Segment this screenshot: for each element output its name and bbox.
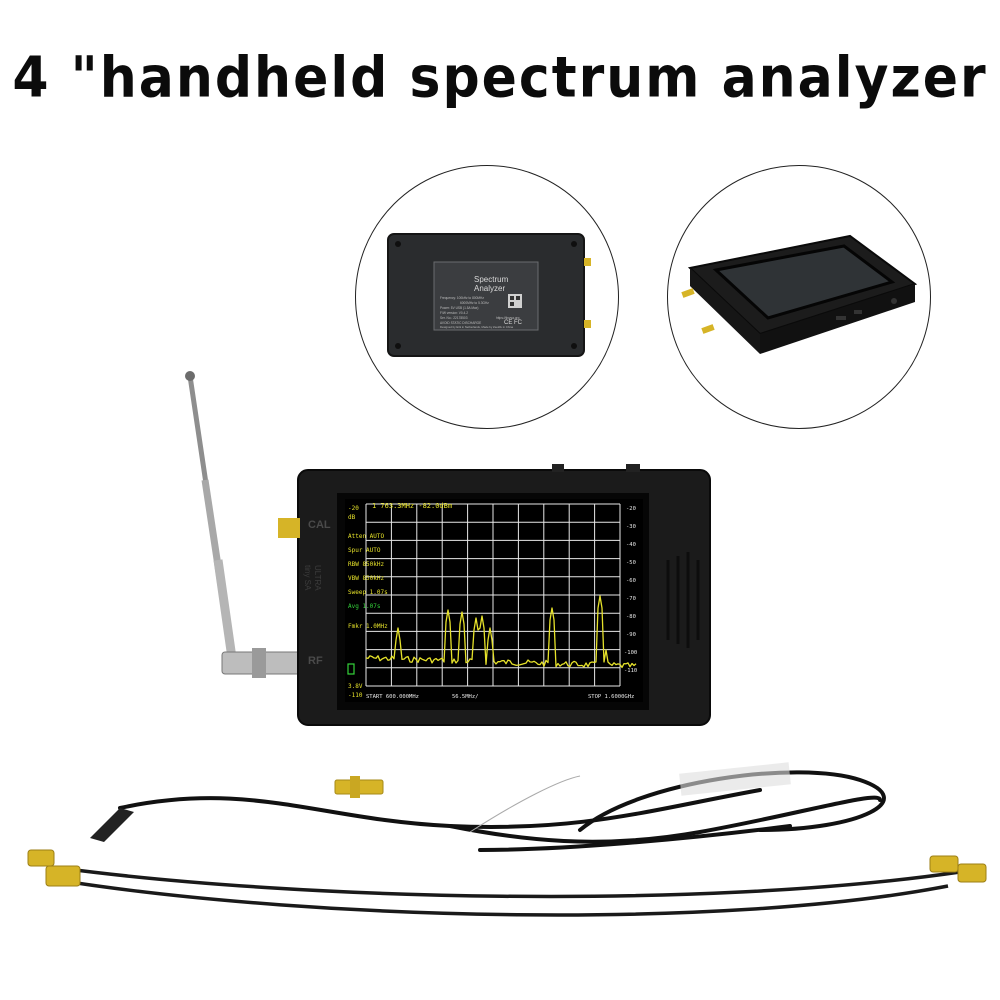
- model-label: ULTRA: [313, 565, 322, 591]
- label-spec-4: F/W version: V0.4.2: [440, 311, 468, 315]
- label-title-2: Analyzer: [474, 284, 505, 293]
- button-hole: [891, 298, 897, 304]
- battery-voltage: 3.8V: [348, 683, 363, 690]
- y-tick-5: -70: [626, 596, 636, 602]
- left-panel-sweep: Sweep 1.07s: [348, 589, 388, 596]
- sma-cable-pair: [59, 866, 961, 917]
- sma-plug-right-1: [929, 855, 959, 873]
- plot-grid: [365, 503, 621, 687]
- inset-back-view: Spectrum Analyzer Frequency: 100kHz to 8…: [355, 165, 619, 429]
- sma-connector-bottom: [584, 320, 591, 328]
- y-tick-0: -20: [626, 506, 636, 512]
- left-panel-fmkr: Fmkr 1.0MHz: [348, 623, 388, 630]
- label-spec-5: Ser. No.: 22178503: [440, 316, 468, 320]
- sma-connector-2: [701, 324, 715, 334]
- antenna-cable-bundle: [118, 770, 886, 852]
- left-panel-avg: Avg 1.07s: [348, 603, 381, 610]
- y-tick-9: -110: [624, 668, 637, 674]
- grip-ridges: [666, 552, 700, 648]
- sma-plug-right-2: [957, 863, 987, 883]
- y-tick-1: -30: [626, 524, 636, 530]
- sma-connector-1: [681, 288, 695, 298]
- label-title-1: Spectrum: [474, 275, 509, 284]
- label-spec-2: 6000MHz to 5.3GHz: [460, 301, 489, 305]
- bottom-left-level: -110: [348, 692, 363, 699]
- marker-readout: 1 763.3MHz -82.0dBm: [372, 502, 452, 510]
- left-panel-unit: dB: [348, 514, 356, 521]
- rf-port-label: RF: [308, 655, 323, 667]
- device-angled-screen: [712, 244, 896, 320]
- label-url: https://tinysa.org: [496, 316, 520, 320]
- label-spec-3: Power: 5V USB (1.5A Max): [440, 306, 478, 310]
- y-tick-7: -90: [626, 632, 636, 638]
- usb-port: [836, 316, 846, 320]
- battery-icon: [347, 663, 355, 675]
- headline-title: 4 "handheld spectrum analyzer: [12, 45, 988, 111]
- left-panel-level: -20: [348, 505, 359, 512]
- left-panel-spur: Spur AUTO: [348, 547, 381, 554]
- label-warning: AVOID STATIC DISCHARGE: [440, 321, 481, 325]
- sma-connector-top: [584, 258, 591, 266]
- label-credit: Designed by Erik in Netherlands, Made by…: [440, 325, 513, 329]
- label-certification-marks: CE FC: [504, 320, 523, 326]
- spectrum-trace: [365, 595, 637, 669]
- span-per-division: 56.5MHz/: [452, 694, 479, 700]
- switch-slot: [854, 310, 862, 314]
- start-frequency: START 600.000MHz: [366, 694, 419, 700]
- left-panel-atten: Atten AUTO: [348, 533, 385, 540]
- y-tick-3: -50: [626, 560, 636, 566]
- sma-plug-left-2: [45, 865, 81, 887]
- brand-label: tiny SA: [303, 565, 312, 591]
- left-panel-vbw: VBW 850kHz: [348, 575, 385, 582]
- sma-adapter: [334, 776, 384, 798]
- flat-antenna-tag: [90, 808, 134, 842]
- inset-front-view: [667, 165, 931, 429]
- left-panel-rbw: RBW 850kHz: [348, 561, 385, 568]
- cable-label-tag: [679, 762, 791, 796]
- screen: [345, 499, 643, 702]
- y-tick-8: -100: [624, 650, 637, 656]
- thin-wire: [469, 775, 581, 833]
- y-tick-4: -60: [626, 578, 636, 584]
- y-tick-2: -40: [626, 542, 636, 548]
- y-tick-6: -80: [626, 614, 636, 620]
- stop-frequency: STOP 1.6000GHz: [588, 694, 634, 700]
- cal-sma-connector: [278, 518, 300, 538]
- label-spec-1: Frequency: 100kHz to 800MHz: [440, 296, 484, 300]
- cal-port-label: CAL: [308, 519, 331, 531]
- sma-plug-left-1: [27, 849, 55, 867]
